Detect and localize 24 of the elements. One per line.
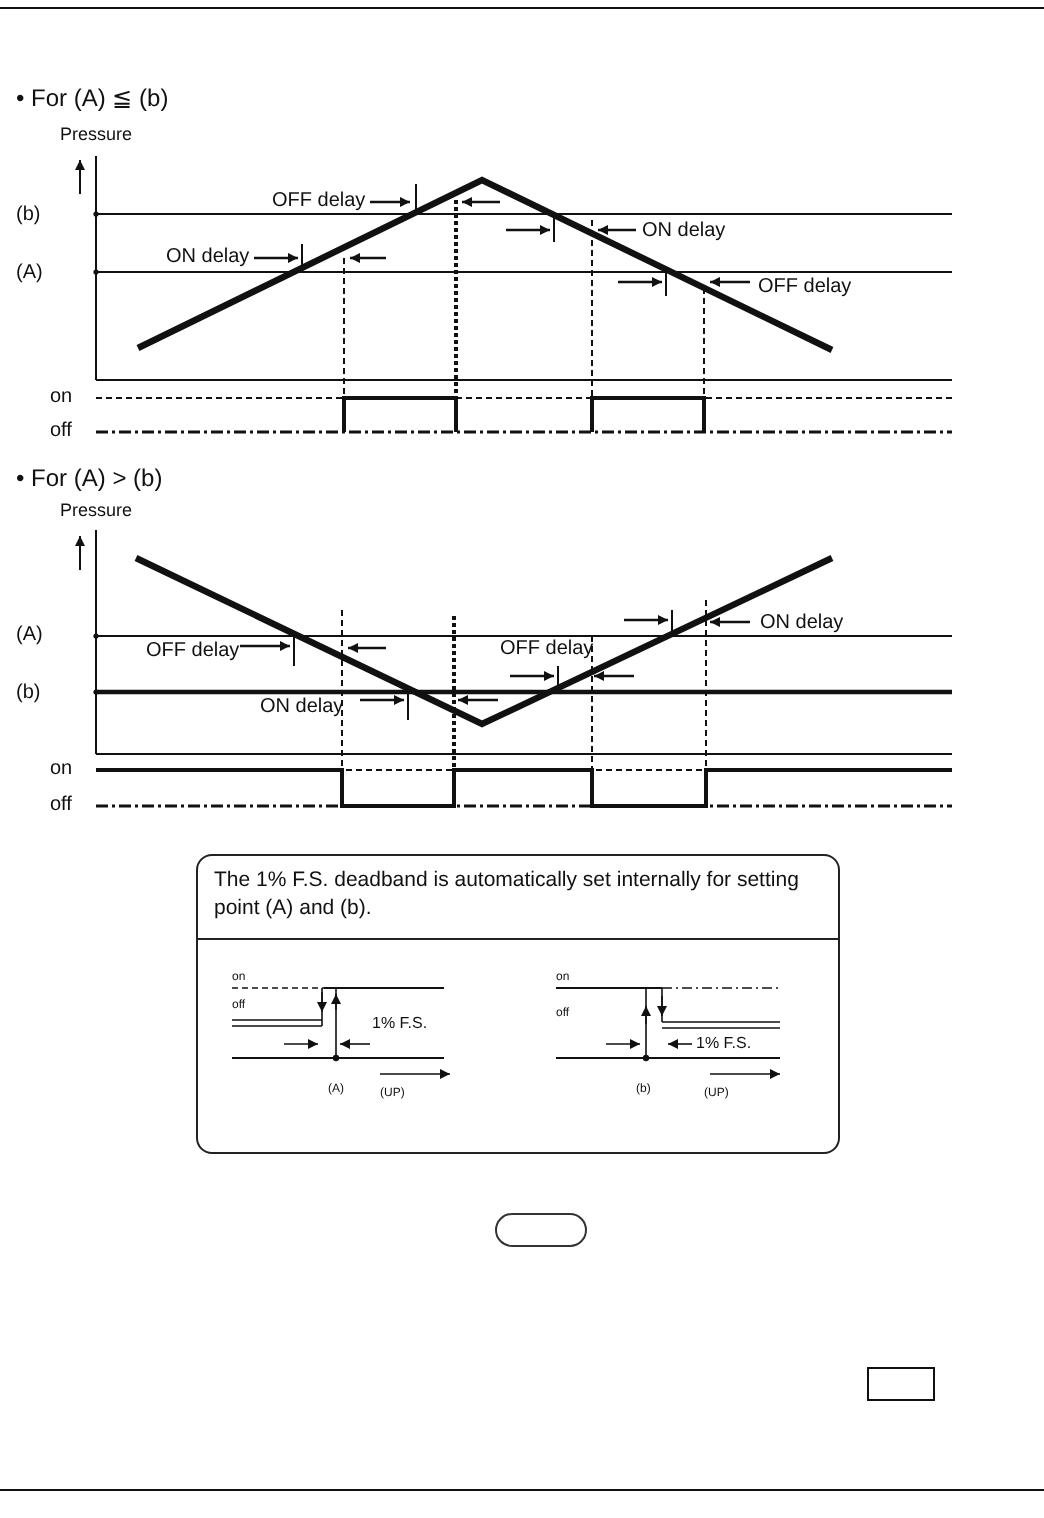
delay-label: ON delay — [260, 697, 344, 717]
delay-label: OFF delay — [146, 641, 240, 661]
axis-label: Pressure — [60, 126, 133, 145]
state-label: on — [50, 759, 73, 779]
deadband-label: 1% F.S. — [372, 1015, 428, 1032]
delay-label: OFF delay — [758, 277, 852, 297]
axis-label: Pressure — [60, 502, 133, 521]
section-heading: • For (A) ≦ (b) — [16, 86, 169, 111]
deadband-label: 1% F.S. — [696, 1035, 752, 1052]
state-label: off — [50, 795, 72, 815]
setpoint-label: (b) — [16, 683, 41, 703]
setpoint-label: (A) — [16, 263, 43, 283]
state-label: on — [50, 387, 73, 407]
delay-label: OFF delay — [272, 191, 366, 211]
delay-label: ON delay — [642, 221, 726, 241]
state-label: off — [50, 421, 72, 441]
setpoint-label: (b) — [16, 205, 41, 225]
note-panel — [196, 854, 840, 1154]
setpoint-label: (A) — [16, 625, 43, 645]
delay-label: OFF delay — [500, 639, 594, 659]
note-text: The 1% F.S. deadband is automatically set internally for setting point (A) and (b). — [214, 866, 801, 923]
section-heading: • For (A) > (b) — [16, 466, 163, 491]
delay-label: ON delay — [166, 247, 250, 267]
delay-label: ON delay — [760, 613, 844, 633]
